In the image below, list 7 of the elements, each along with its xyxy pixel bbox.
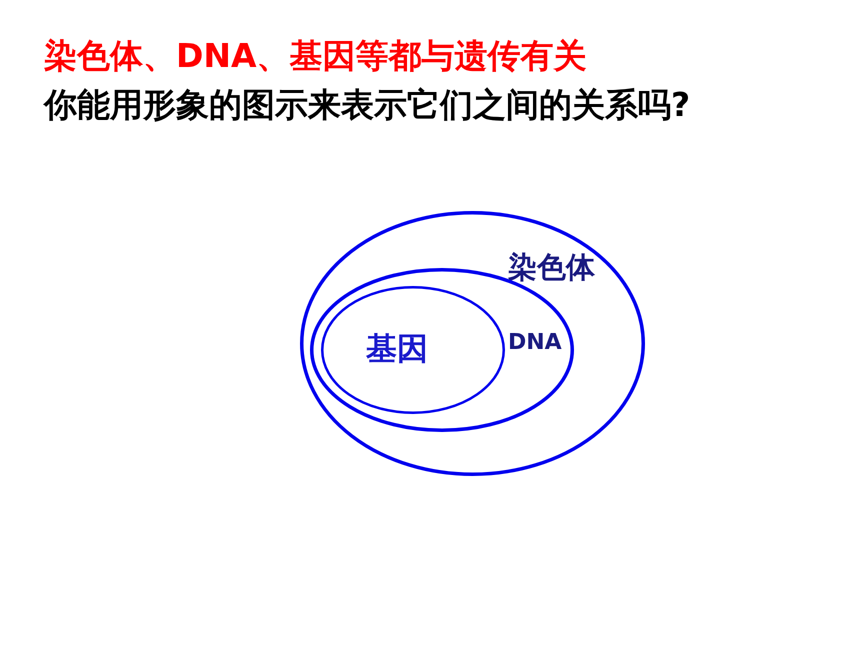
ellipse-label: 基因	[366, 330, 428, 369]
question-text: 你能用形象的图示来表示它们之间的关系吗?	[44, 84, 690, 126]
ellipse	[321, 286, 505, 414]
ellipse	[300, 211, 645, 476]
title-text: 染色体、DNA、基因等都与遗传有关	[44, 35, 587, 77]
ellipse-label: DNA	[508, 330, 562, 355]
ellipse-label: 染色体	[508, 249, 595, 286]
